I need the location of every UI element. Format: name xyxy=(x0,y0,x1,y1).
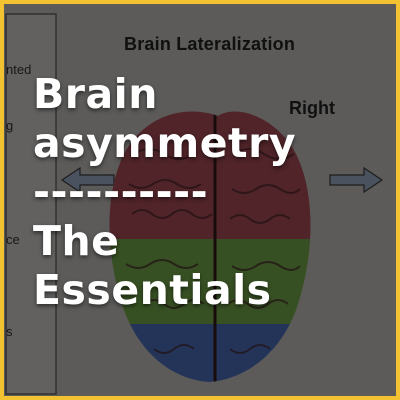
left-arrow-icon xyxy=(60,166,115,194)
background-image: Brain Lateralization Right nted g ce s xyxy=(4,4,396,396)
background-left-text-fragment: s xyxy=(6,324,13,339)
headline-divider: ---------- xyxy=(33,168,209,216)
background-left-text-fragment: nted xyxy=(6,62,32,77)
background-right-label: Right xyxy=(289,98,335,118)
dark-overlay xyxy=(4,4,396,396)
background-left-text-fragment: g xyxy=(6,118,14,133)
brain-illustration xyxy=(4,4,396,396)
right-arrow-icon xyxy=(329,166,384,194)
headline-title: Brain asymmetry ---------- The Essential… xyxy=(33,70,296,315)
headline-line: asymmetry xyxy=(33,119,297,167)
headline-line: The xyxy=(33,217,120,265)
headline-line: Essentials xyxy=(33,266,272,314)
background-left-text-fragment: ce xyxy=(6,232,20,247)
background-title: Brain Lateralization xyxy=(124,34,296,54)
headline-line: Brain xyxy=(33,70,158,118)
